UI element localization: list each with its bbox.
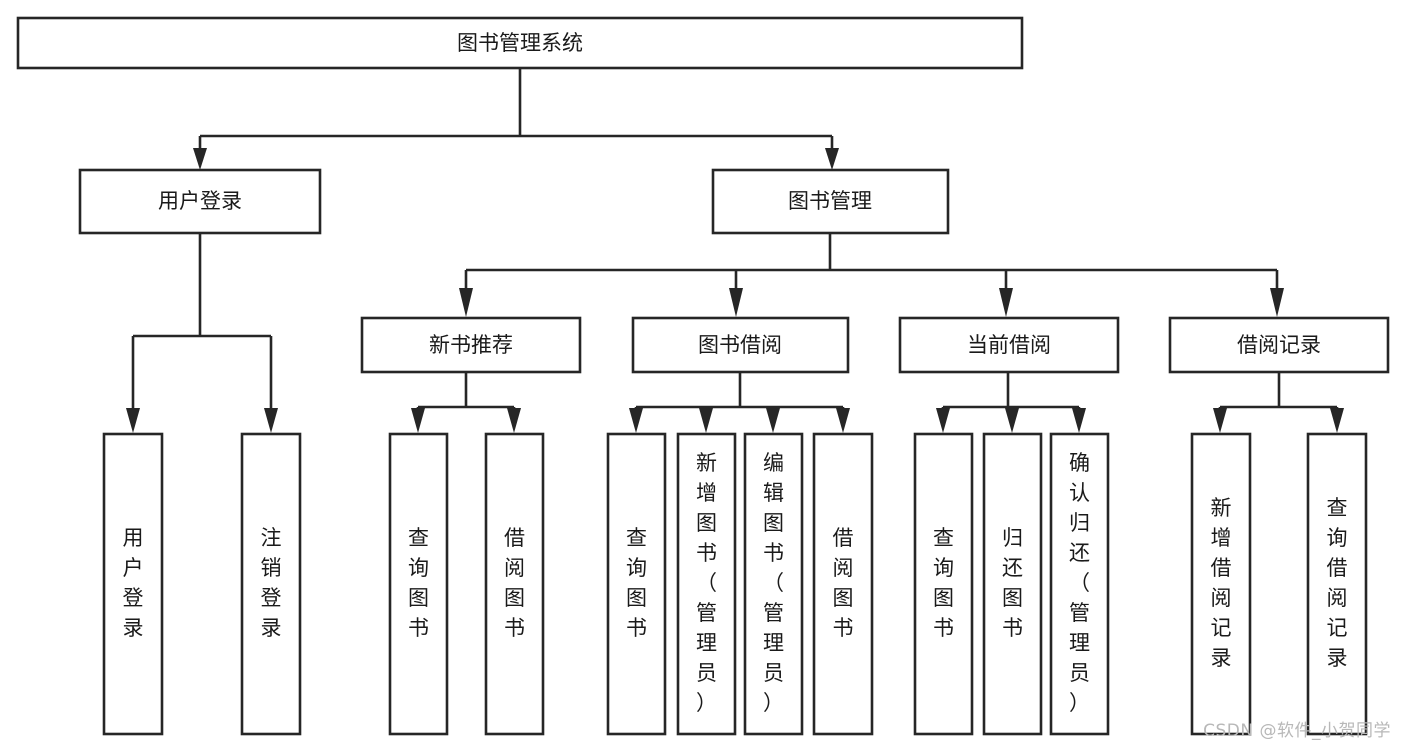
leaf-query-book-2-label: 查询图书 [626, 526, 647, 640]
leaf-query-record[interactable]: 查询借阅记录 [1306, 432, 1368, 736]
node-book-manage-label: 图书管理 [788, 189, 872, 213]
leaf-add-record-label: 新增借阅记录 [1211, 496, 1232, 670]
leaf-query-book-1[interactable]: 查询图书 [388, 432, 449, 736]
leaf-borrow-book-2[interactable]: 借阅图书 [812, 432, 874, 736]
leaf-user-login[interactable]: 用户登录 [102, 432, 164, 736]
leaf-edit-book[interactable]: 编辑图书（管理员） [743, 432, 804, 736]
arrowhead-leaf-borrow-book-1 [507, 408, 521, 433]
leaf-add-record[interactable]: 新增借阅记录 [1190, 432, 1252, 736]
arrowhead-leaf-add-record [1213, 408, 1227, 433]
node-borrow-record[interactable]: 借阅记录 [1168, 316, 1390, 374]
arrowhead-leaf-logout [264, 408, 278, 433]
leaf-query-book-3-label: 查询图书 [933, 526, 954, 640]
node-root-label: 图书管理系统 [457, 31, 583, 55]
arrowhead-book-borrow [729, 288, 743, 317]
leaf-user-login-label: 用户登录 [123, 526, 144, 640]
arrowhead-leaf-edit-book [766, 408, 780, 433]
arrowhead-leaf-borrow-book-2 [836, 408, 850, 433]
arrowhead-leaf-confirm-return [1072, 408, 1086, 433]
arrowhead-leaf-query-book-1 [411, 408, 425, 433]
node-new-book-rec[interactable]: 新书推荐 [360, 316, 582, 374]
arrowhead-leaf-query-record [1330, 408, 1344, 433]
leaf-return-book[interactable]: 归还图书 [982, 432, 1043, 736]
node-user-login-label: 用户登录 [158, 189, 242, 213]
node-current-borrow-label: 当前借阅 [967, 333, 1051, 357]
leaf-query-book-1-label: 查询图书 [408, 526, 429, 640]
arrowhead-leaf-user-login [126, 408, 140, 433]
arrowhead-leaf-query-book-2 [629, 408, 643, 433]
arrowhead-leaf-query-book-3 [936, 408, 950, 433]
leaf-logout-label: 注销登录 [261, 526, 282, 640]
arrowhead-book-manage [825, 148, 839, 170]
nodes-layer: 图书管理系统 用户登录 图书管理 新书推荐 图书借阅 [16, 16, 1390, 736]
leaf-add-book[interactable]: 新增图书（管理员） [676, 432, 737, 736]
arrowhead-leaf-add-book [699, 408, 713, 433]
leaf-query-book-2[interactable]: 查询图书 [606, 432, 667, 736]
leaf-confirm-return[interactable]: 确认归还（管理员） [1049, 432, 1110, 736]
leaf-return-book-label: 归还图书 [1002, 526, 1023, 640]
leaf-borrow-book-2-label: 借阅图书 [833, 526, 854, 640]
leaf-add-book-label: 新增图书（管理员） [696, 451, 717, 715]
node-book-borrow-label: 图书借阅 [698, 333, 782, 357]
node-root[interactable]: 图书管理系统 [16, 16, 1024, 70]
node-new-book-rec-label: 新书推荐 [429, 333, 513, 357]
arrowhead-leaf-return-book [1005, 408, 1019, 433]
node-borrow-record-label: 借阅记录 [1237, 333, 1321, 357]
leaf-nodes-layer: 用户登录 注销登录 查询图书 借阅图书 查询图书 新增图书（管理员） 编辑图书（管理员） 借阅… [102, 432, 1368, 736]
leaf-confirm-return-label: 确认归还（管理员） [1069, 451, 1090, 715]
arrowhead-current-borrow [999, 288, 1013, 317]
node-book-manage[interactable]: 图书管理 [711, 168, 950, 235]
node-book-borrow[interactable]: 图书借阅 [631, 316, 850, 374]
arrowhead-new-book-rec [459, 288, 473, 317]
edges-layer [126, 68, 1344, 433]
node-user-login[interactable]: 用户登录 [78, 168, 322, 235]
leaf-edit-book-label: 编辑图书（管理员） [763, 451, 784, 715]
node-current-borrow[interactable]: 当前借阅 [898, 316, 1120, 374]
leaf-query-record-label: 查询借阅记录 [1327, 496, 1348, 670]
arrowhead-user-login [193, 148, 207, 170]
leaf-borrow-book-1[interactable]: 借阅图书 [484, 432, 545, 736]
arrowhead-borrow-record [1270, 288, 1284, 317]
leaf-logout[interactable]: 注销登录 [240, 432, 302, 736]
leaf-borrow-book-1-label: 借阅图书 [504, 526, 525, 640]
leaf-query-book-3[interactable]: 查询图书 [913, 432, 974, 736]
